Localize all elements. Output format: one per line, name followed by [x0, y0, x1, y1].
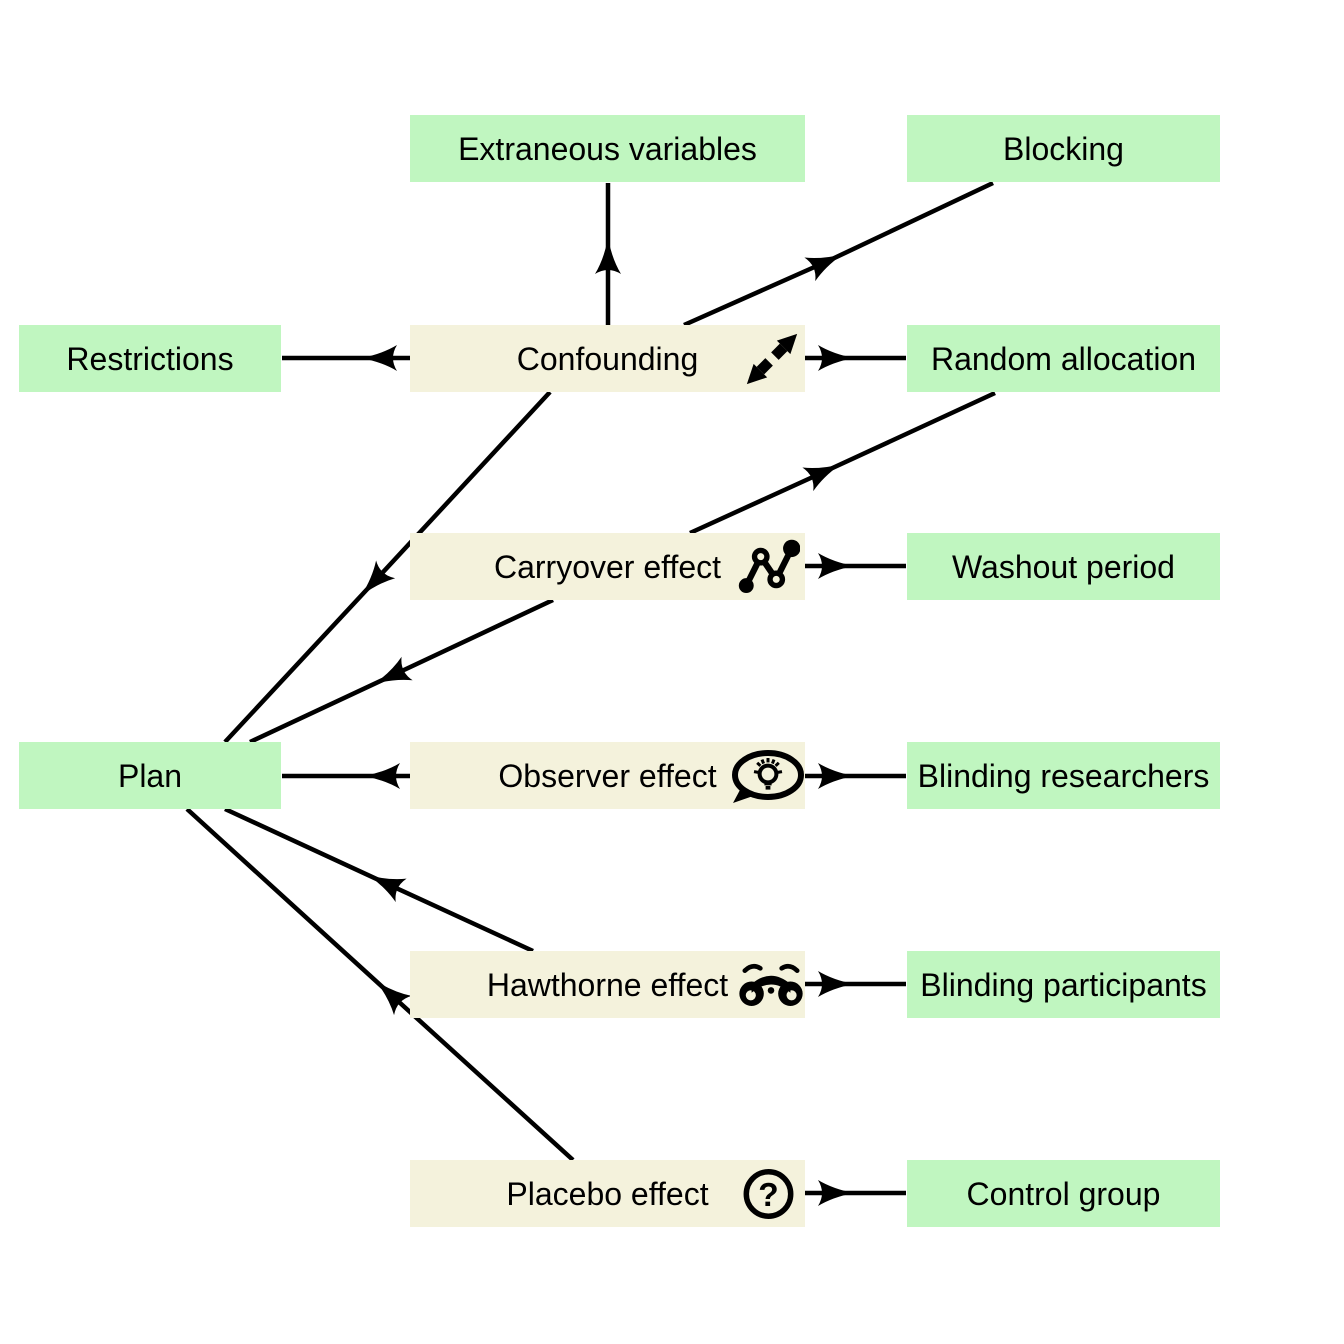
edge-carryover-effect-random-allocation — [689, 390, 996, 536]
node-label: Restrictions — [66, 340, 234, 377]
node-carryover-effect: Carryover effect — [410, 533, 805, 600]
binoculars-icon — [739, 963, 803, 1006]
node-random-allocation: Random allocation — [907, 325, 1220, 392]
node-label: Random allocation — [930, 340, 1197, 377]
node-blocking: Blocking — [907, 115, 1220, 182]
double-diagonal-arrow-icon — [746, 333, 798, 384]
idea-speech-bubble-icon — [732, 749, 804, 803]
node-extraneous-variables: Extraneous variables — [410, 115, 805, 182]
edge-hawthorne-effect-plan — [224, 806, 534, 954]
edge-confounding-plan — [223, 390, 552, 744]
node-restrictions: Restrictions — [19, 325, 281, 392]
node-observer-effect: Observer effect — [410, 742, 805, 809]
node-washout-period: Washout period — [907, 533, 1220, 600]
node-label: Washout period — [952, 548, 1175, 585]
question-circle-icon: ? — [743, 1168, 794, 1219]
node-control-group: Control group — [907, 1160, 1220, 1227]
question-glyph: ? — [758, 1176, 778, 1213]
node-label: Blocking — [1003, 130, 1124, 167]
node-plan: Plan — [19, 742, 281, 809]
node-label: Control group — [966, 1175, 1161, 1212]
node-label: Placebo effect — [506, 1175, 709, 1212]
edge-carryover-effect-plan — [249, 597, 554, 745]
node-blinding-participants: Blinding participants — [907, 951, 1220, 1018]
node-label: Observer effect — [498, 757, 717, 794]
node-label: Plan — [117, 757, 183, 794]
node-label: Blinding participants — [920, 966, 1207, 1003]
node-blinding-researchers: Blinding researchers — [907, 742, 1220, 809]
node-label: Carryover effect — [493, 548, 722, 585]
node-confounding: Confounding — [410, 325, 805, 392]
node-placebo-effect: Placebo effect ? — [410, 1160, 805, 1227]
node-label: Confounding — [516, 340, 699, 377]
edge-confounding-blocking — [683, 180, 994, 328]
node-label: Extraneous variables — [458, 130, 757, 167]
edge-placebo-effect-plan — [185, 807, 575, 1162]
node-label: Hawthorne effect — [486, 966, 729, 1003]
node-hawthorne-effect: Hawthorne effect — [410, 951, 805, 1018]
line-chart-icon — [738, 539, 800, 593]
node-label: Blinding researchers — [917, 757, 1210, 794]
